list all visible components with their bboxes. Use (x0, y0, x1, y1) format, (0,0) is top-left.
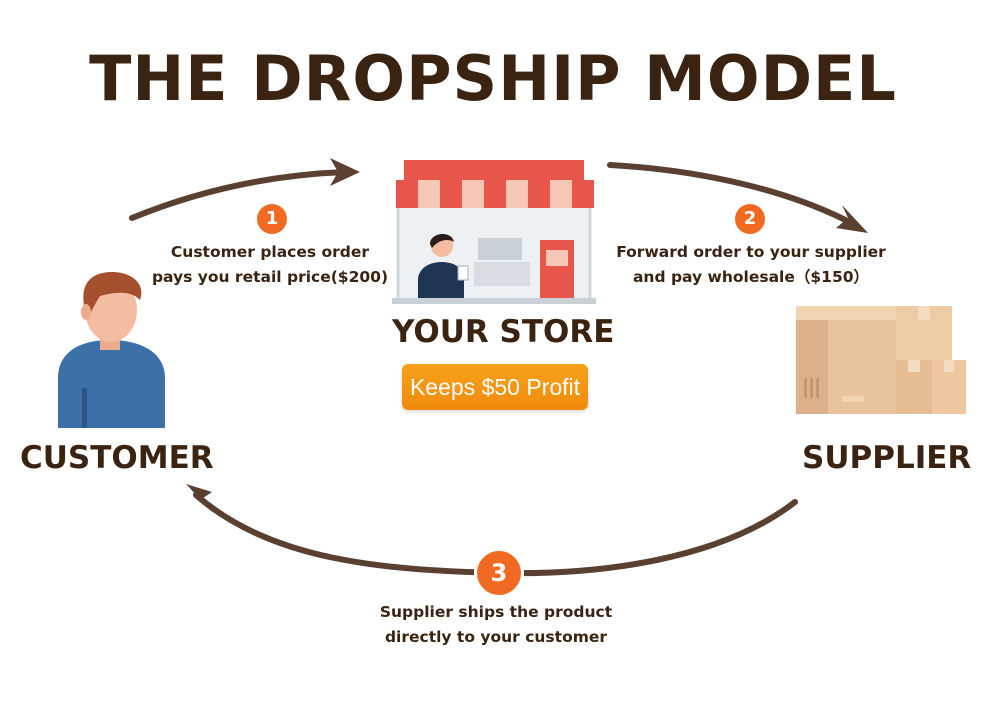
arrow-store-to-supplier (607, 162, 858, 228)
customer-label: CUSTOMER (20, 440, 214, 476)
step-2-line-1: Forward order to your supplier (616, 243, 886, 261)
store-label: YOUR STORE (392, 314, 615, 350)
profit-badge: Keeps $50 Profit (402, 364, 588, 410)
diagram-title: THE DROPSHIP MODEL (89, 42, 897, 115)
step-3-line-2: directly to your customer (384, 628, 608, 646)
step-2-badge: 2 (735, 204, 765, 234)
step-3-line-1: Supplier ships the product (379, 603, 613, 621)
arrow-customer-to-store (129, 169, 348, 221)
step-2-text: Forward order to your supplier and pay w… (606, 240, 896, 290)
step-1-line-1: Customer places order (170, 243, 370, 261)
arrowhead-1 (330, 158, 360, 186)
arrowhead-2 (836, 205, 868, 233)
step-2-line-2: and pay wholesale（$150） (632, 268, 870, 286)
step-1-text: Customer places order pays you retail pr… (150, 240, 390, 290)
step-3-text: Supplier ships the product directly to y… (366, 600, 626, 650)
step-1-line-2: pays you retail price($200) (151, 268, 389, 286)
arrowhead-3 (186, 484, 214, 514)
step-3-badge: 3 (474, 548, 524, 598)
supplier-label: SUPPLIER (802, 440, 972, 476)
step-1-badge: 1 (257, 204, 287, 234)
